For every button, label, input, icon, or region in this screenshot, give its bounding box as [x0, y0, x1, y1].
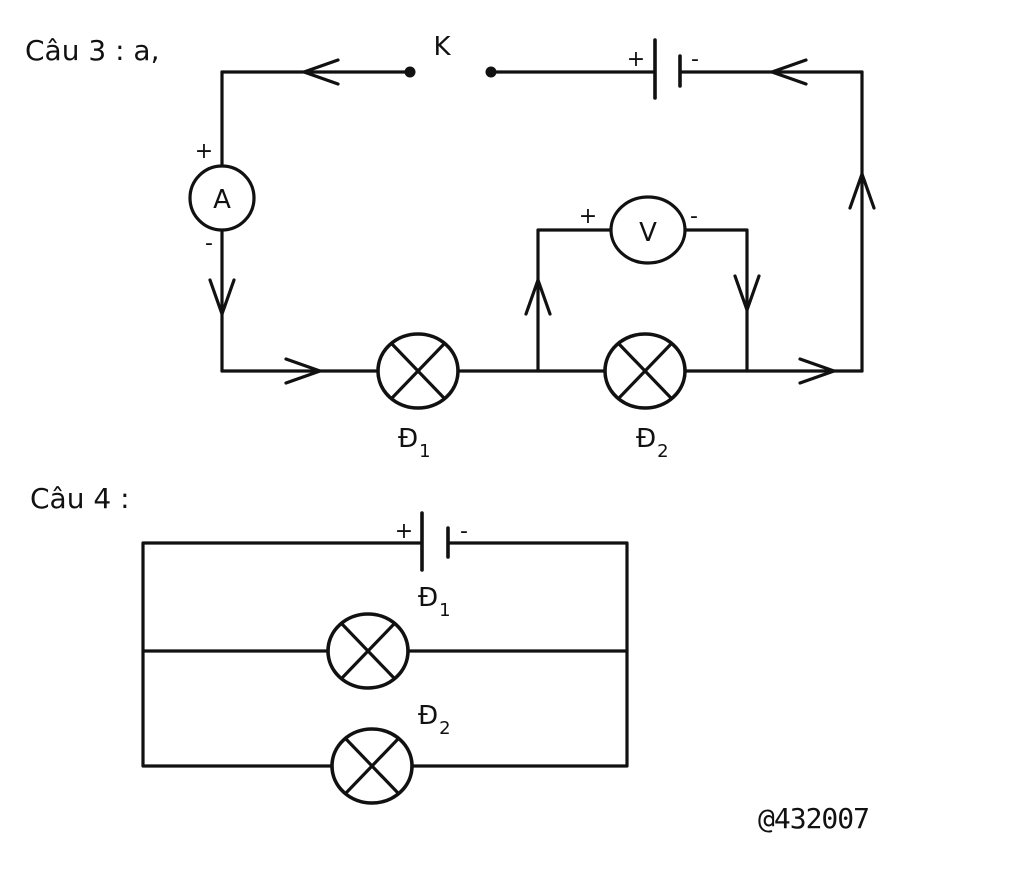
switch-k: K: [404, 32, 497, 78]
lamp-c4-1-cross-b: [340, 622, 396, 680]
circuit-4: Câu 4 : + - Đ1 Đ2: [30, 482, 629, 805]
current-arrow-bottom-left: [284, 357, 322, 385]
current-arrow-branch-up: [524, 278, 552, 316]
current-arrow-bottom-right: [798, 357, 836, 385]
battery-4-plus-sign: +: [395, 519, 413, 544]
lamp-2: Đ2: [603, 332, 687, 462]
lamp-c4-1-label: Đ1: [418, 583, 451, 621]
voltmeter-minus-sign: -: [690, 204, 698, 229]
current-arrow-top-left: [302, 58, 340, 86]
battery-3: + -: [627, 38, 699, 100]
heading-cau-4: Câu 4 :: [30, 482, 130, 515]
wire-c4-right-loop: [410, 541, 629, 768]
lamp-1: Đ1: [376, 332, 460, 462]
lamp-c4-2-label: Đ2: [418, 701, 451, 739]
lamp-c4-2-cross-b: [344, 737, 400, 795]
switch-contact-left: [404, 66, 416, 78]
lamp-2-cross-b: [617, 342, 673, 400]
lamp-2-label: Đ2: [636, 424, 669, 462]
voltmeter-symbol: V: [639, 218, 657, 248]
current-arrow-left-down: [208, 278, 236, 316]
ammeter-symbol: A: [213, 185, 231, 215]
current-arrow-branch-down: [733, 274, 761, 312]
battery-4-minus-sign: -: [460, 519, 468, 544]
lamp-c4-2: Đ2: [330, 701, 451, 805]
wire-voltmeter-right: [682, 228, 749, 373]
lamp-c4-1: Đ1: [326, 583, 451, 690]
battery-minus-sign: -: [691, 47, 699, 72]
voltmeter: V + -: [579, 195, 698, 265]
ammeter-plus-sign: +: [195, 139, 213, 164]
wire-c4-left-loop: [141, 541, 424, 768]
lamp-1-cross-b: [390, 342, 446, 400]
battery-4: + -: [395, 511, 468, 572]
voltmeter-plus-sign: +: [579, 204, 597, 229]
circuit-3: Câu 3 : a, K + -: [25, 32, 876, 462]
current-arrow-top-right: [770, 58, 808, 86]
current-arrow-right-up: [848, 172, 876, 210]
watermark: @432007: [758, 802, 869, 835]
voltmeter-circle: [609, 195, 687, 265]
battery-plus-sign: +: [627, 47, 645, 72]
ammeter-circle: [188, 164, 256, 232]
switch-label: K: [433, 32, 451, 62]
ammeter: A + -: [188, 139, 256, 256]
lamp-1-label: Đ1: [398, 424, 431, 462]
ammeter-minus-sign: -: [205, 231, 213, 256]
switch-contact-right: [485, 66, 497, 78]
wire-voltmeter-left: [536, 228, 614, 373]
heading-cau-3: Câu 3 : a,: [25, 34, 159, 67]
